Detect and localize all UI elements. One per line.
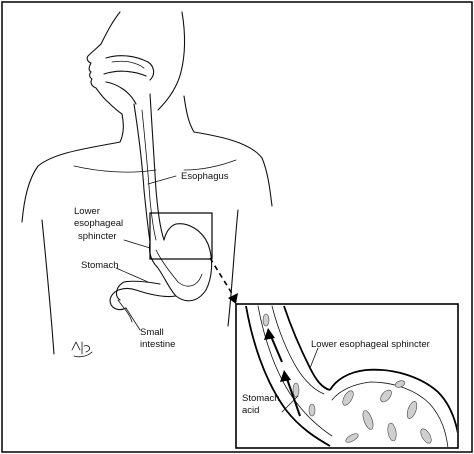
reflux-arrow-upper-head [264,328,275,340]
small-intestine-label-line2: intestine [140,339,175,350]
les-label-line2: esophageal [74,218,123,229]
detail-box [149,212,213,260]
les-label-line3: sphincter [78,231,117,242]
small-intestine-leader [125,307,141,331]
acid-blob [308,403,316,417]
small-intestine-label-line1: Small [140,327,164,338]
stomach-label: Stomach [81,260,119,271]
les-leader [123,239,151,249]
artist-signature [71,341,93,358]
nasal-fold [111,60,145,69]
esophagus-leader [147,175,177,185]
acid-blob [394,380,406,388]
les-label-line1: Lower [74,206,100,217]
left-shoulder [21,141,121,223]
acid-blob [420,428,432,444]
acid-blob [292,382,300,398]
right-shoulder [193,131,273,207]
nasal-cavity [105,55,155,81]
palate [103,70,147,77]
inset-stomach-outline [329,368,457,434]
inset-les-label: Lower esophageal sphincter [311,339,430,350]
esophagus-wall-right [149,93,165,241]
tongue [105,81,137,105]
inset-stomach-inner [331,381,449,447]
stomach-acid-leader [281,395,299,413]
acid-blob [387,422,397,442]
stomach-leader [115,267,149,283]
neck-back [183,95,195,133]
small-intestine-inner [115,280,161,301]
esophagus-wall-left [133,103,151,243]
stomach-inner [155,249,203,287]
reflux-arrow-lower-line [285,375,301,417]
left-torso-side [41,219,55,355]
inset-esophagus-inner-right [271,305,325,395]
inset-panel: Lower esophageal sphincter Stomach acid [235,303,459,449]
esophagus-inner [141,109,157,241]
stomach-outline [148,223,213,302]
intestine-loop [117,299,133,323]
stomach-acid-label-line2: acid [242,405,259,416]
small-intestine [109,287,177,311]
acid-blob [406,401,418,419]
back-of-head [157,11,186,111]
inset-les-leader [309,347,319,369]
inset-frame [235,303,459,449]
inset-esophagus-outer-left [245,305,331,447]
stomach-acid-label-line1: Stomach [242,393,280,404]
acid-blob [262,313,270,327]
acid-blob [345,433,359,443]
callout-arrowhead [228,293,238,304]
acid-blob [362,410,374,430]
chest-line-right [183,159,237,171]
right-torso-side [227,209,239,327]
reflux-arrow-lower-head [280,370,291,382]
acid-blob [342,390,354,406]
neck-front [119,113,124,143]
head-outline [86,11,123,115]
reflux-arrow-upper-line [269,333,283,363]
acid-blob [380,389,392,403]
esophagus-label: Esophagus [181,171,229,182]
